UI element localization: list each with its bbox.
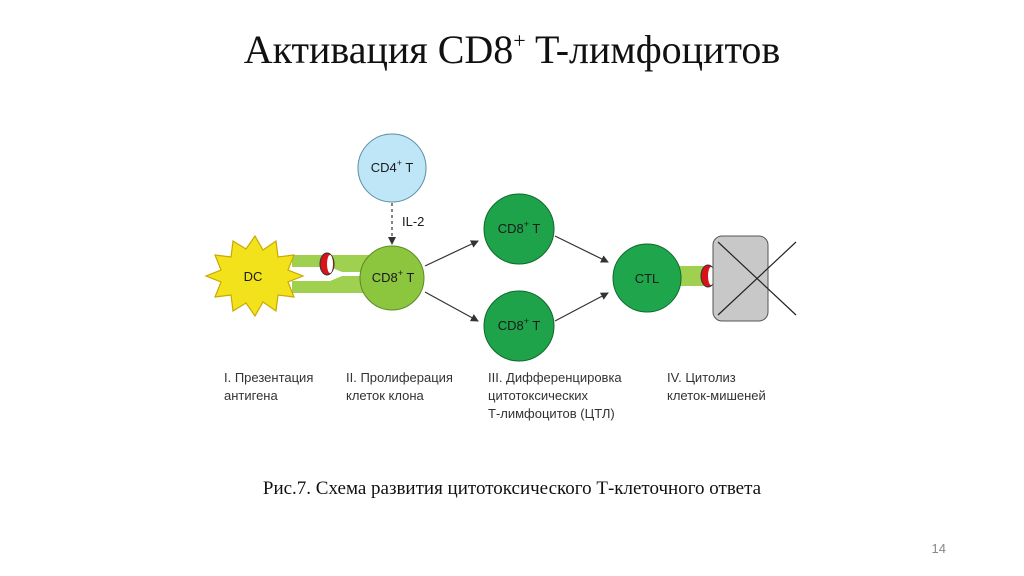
cd8-main-label: CD8+ T (372, 268, 415, 285)
ctl-label: CTL (635, 271, 660, 286)
ctl-receptor (676, 266, 704, 286)
svg-text:III. Дифференцировка: III. Дифференцировка (488, 370, 622, 385)
dendritic-cell-star (204, 234, 305, 318)
cd8-bottom-label: CD8+ T (498, 316, 541, 333)
cd8-t-cell-main (359, 245, 425, 311)
title-rest: T-лимфоцитов (525, 27, 781, 72)
cd4-t-cell-label: CD4+ T (371, 158, 414, 175)
svg-text:IV. Цитолиз: IV. Цитолиз (667, 370, 736, 385)
cd8-t-cell-bottom (483, 290, 555, 362)
svg-text:Т-лимфоцитов (ЦТЛ): Т-лимфоцитов (ЦТЛ) (488, 406, 615, 421)
cd8-top-label: CD8+ T (498, 219, 541, 236)
page-number: 14 (931, 541, 946, 556)
ctl-cell (612, 243, 682, 313)
stage-3-label: III. Дифференцировка цитотоксических Т-л… (488, 370, 622, 421)
svg-text:антигена: антигена (224, 388, 278, 403)
arrow-top-to-ctl (554, 235, 609, 263)
title-main: Активация CD8 (243, 27, 514, 72)
stage-2-label: II. Пролиферация клеток клона (346, 370, 453, 403)
target-cell (712, 235, 769, 322)
arrow-to-cd8-top (424, 240, 479, 267)
stage-4-label: IV. Цитолиз клеток-мишеней (667, 370, 766, 403)
arrow-to-cd8-bottom (424, 291, 479, 322)
svg-text:клеток-мишеней: клеток-мишеней (667, 388, 766, 403)
svg-text:II. Пролиферация: II. Пролиферация (346, 370, 453, 385)
cd8-t-cell-top (483, 193, 555, 265)
figure-caption: Рис.7. Схема развития цитотоксического Т… (262, 478, 762, 499)
svg-text:клеток клона: клеток клона (346, 388, 425, 403)
ctl-target-synapse (676, 264, 716, 288)
il2-label: IL-2 (402, 214, 424, 229)
svg-text:цитотоксических: цитотоксических (488, 388, 589, 403)
tcr-lower (292, 281, 376, 293)
title-superscript: + (513, 28, 526, 53)
stage-1-label: I. Презентация антигена (224, 370, 313, 403)
cd4-t-cell (357, 133, 427, 203)
slide-title: Активация CD8+ T-лимфоцитов (0, 26, 1024, 73)
target-cross-line-2 (717, 241, 797, 316)
svg-text:I. Презентация: I. Презентация (224, 370, 313, 385)
arrow-bottom-to-ctl (554, 292, 609, 322)
dc-label: DC (244, 269, 263, 284)
mhc-highlight (327, 255, 333, 273)
